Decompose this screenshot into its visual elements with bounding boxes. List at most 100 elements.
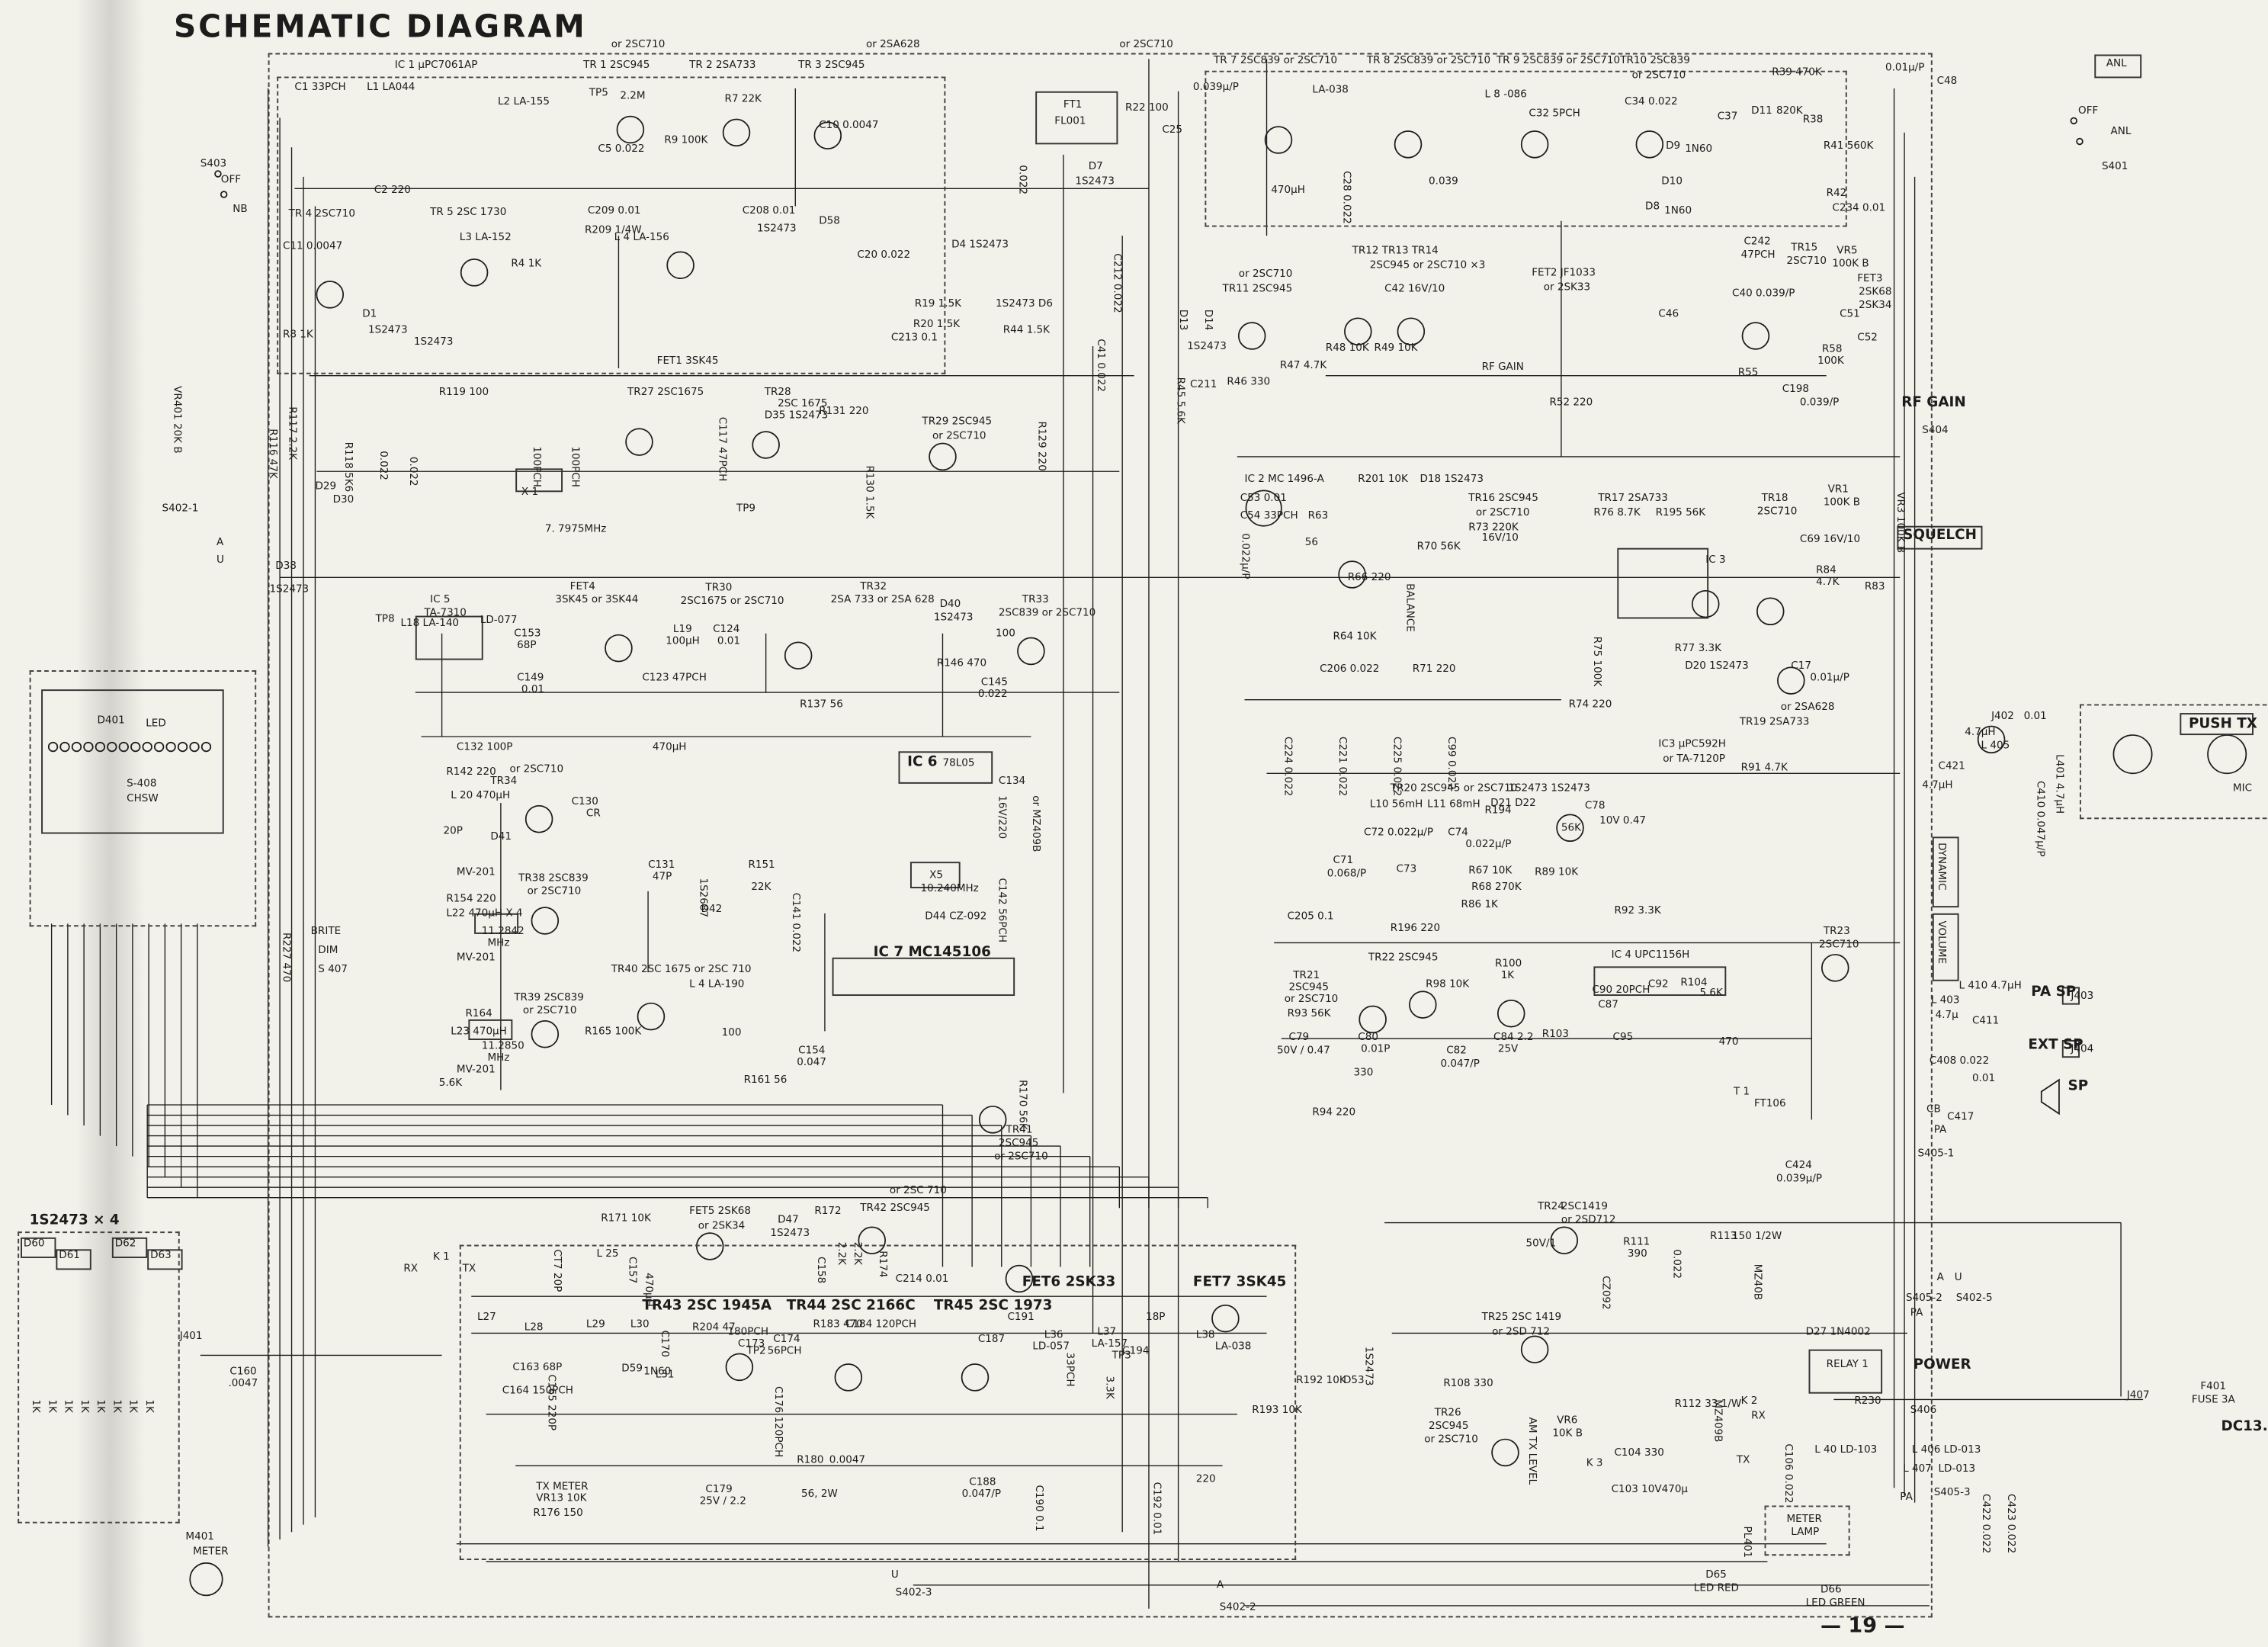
component-label: TR41 (1006, 1124, 1033, 1136)
component-circle (929, 442, 957, 471)
component-label: R71 220 (1412, 663, 1456, 675)
component-label: A (1936, 1271, 1944, 1283)
component-label: R19 1.5K (914, 297, 962, 310)
component-label: C52 (1857, 331, 1878, 344)
component-label: EXT SP (2028, 1037, 2084, 1054)
section-boundary (268, 53, 1933, 1618)
component-label: 1S2473 D6 (996, 297, 1053, 310)
component-label: 0.01 (1971, 1072, 1996, 1084)
component-label: R117 2.2K (286, 406, 298, 461)
component-label: K 1 (433, 1250, 450, 1263)
component-label: 2SC 1675 (778, 397, 828, 410)
component-circle (83, 741, 94, 753)
component-label: 2SK68 (1859, 285, 1892, 298)
component-label: TR23 (1823, 925, 1850, 937)
component-label: LED GREEN (1805, 1597, 1865, 1609)
component-label: TR17 2SA733 (1598, 492, 1668, 504)
component-label: R94 220 (1312, 1106, 1356, 1119)
component-label: S404 (1922, 424, 1949, 436)
component-label: R74 220 (1568, 698, 1612, 711)
component-label: DYNAMIC (1936, 843, 1948, 891)
component-label: 1S2473 (1075, 175, 1115, 188)
component-label: D10 (1661, 175, 1683, 188)
component-box (1932, 913, 1959, 981)
component-label: 0.047 (797, 1056, 826, 1068)
component-label: C423 0.022 (2005, 1494, 2017, 1554)
component-label: C149 (517, 671, 544, 684)
component-box (111, 1237, 148, 1258)
component-label: L22 470μH X 4 (446, 907, 523, 920)
component-label: ANL (2106, 57, 2127, 69)
component-label: 47PCH (1740, 249, 1776, 261)
component-label: X5 (929, 868, 943, 881)
component-label: L 40 LD-103 (1814, 1443, 1878, 1456)
component-label: FET7 3SK45 (1192, 1274, 1287, 1291)
component-label: D18 1S2473 (1420, 473, 1484, 485)
component-label: R171 10K (601, 1212, 651, 1225)
component-label: 0.01 (521, 683, 545, 695)
component-label: PA (1933, 1124, 1947, 1136)
component-box (1035, 91, 1118, 145)
component-circle (1977, 725, 2006, 754)
component-circle (1756, 597, 1785, 626)
component-label: C130 (571, 795, 598, 807)
component-label: C2 220 (374, 184, 411, 196)
component-label: C173 (737, 1337, 765, 1350)
component-label: VR6 (1557, 1414, 1578, 1427)
component-label: FUSE 3A (2191, 1393, 2235, 1406)
component-label: D61 (59, 1249, 80, 1261)
component-label: R100 (1494, 957, 1522, 970)
component-circle (616, 115, 645, 144)
component-label: R227 470 (280, 932, 293, 983)
component-label: CB (1926, 1103, 1941, 1116)
component-label: 0.068/P (1326, 867, 1367, 880)
component-label: C53 0.01 (1240, 492, 1287, 504)
component-label: L31 (655, 1368, 675, 1381)
component-box (1808, 1349, 1883, 1394)
component-label: 1S2473 (757, 222, 797, 235)
component-label: BALANCE (1403, 583, 1416, 632)
component-circle (1496, 999, 1525, 1028)
component-circle (214, 170, 222, 178)
component-label: 1K (46, 1399, 59, 1413)
component-label: or 2SC 710 (889, 1184, 947, 1196)
component-label: IC3 μPC592H (1658, 737, 1726, 750)
component-circle (605, 634, 633, 663)
component-circle (1359, 1005, 1387, 1034)
component-label: R176 150 (533, 1507, 583, 1519)
component-label: C191 (1007, 1311, 1035, 1323)
component-circle (95, 741, 106, 753)
component-label: 10V 0.47 (1599, 814, 1647, 827)
component-circle (1741, 322, 1770, 350)
component-label: C153 (514, 628, 541, 640)
component-label: R98 10K (1426, 978, 1470, 990)
component-label: METER (193, 1545, 229, 1558)
component-label: TR18 (1761, 492, 1788, 504)
component-label: or 2SC710 (527, 885, 582, 897)
component-label: C17 (1791, 660, 1811, 672)
component-label: TR40 2SC 1675 or 2SC 710 (611, 963, 752, 975)
component-circle (722, 118, 751, 147)
component-circle (47, 741, 59, 753)
component-label: 33PCH (1063, 1352, 1076, 1387)
component-label: C41 0.022 (1095, 339, 1107, 393)
component-label: 470μH (1271, 184, 1305, 196)
component-label: C424 (1785, 1159, 1812, 1171)
component-label: D401 (97, 714, 125, 727)
component-label: C74 (1448, 826, 1468, 839)
component-label: 16V/10 (1481, 531, 1519, 544)
component-box (415, 615, 483, 660)
component-label: S405-1 (1917, 1148, 1955, 1160)
component-label: RF GAIN (1481, 361, 1524, 373)
component-label: L 25 (596, 1247, 619, 1260)
component-label: 1K (127, 1399, 140, 1413)
component-label: SP (2068, 1078, 2089, 1095)
component-label: 0.0047 (829, 1453, 866, 1466)
component-label: NB (233, 203, 248, 216)
component-label: 1K (30, 1399, 42, 1413)
component-label: 1K (111, 1399, 124, 1413)
page-title: SCHEMATIC DIAGRAM (173, 8, 587, 44)
component-label: R230 (1854, 1395, 1881, 1408)
component-label: TP3 (1112, 1349, 1131, 1362)
